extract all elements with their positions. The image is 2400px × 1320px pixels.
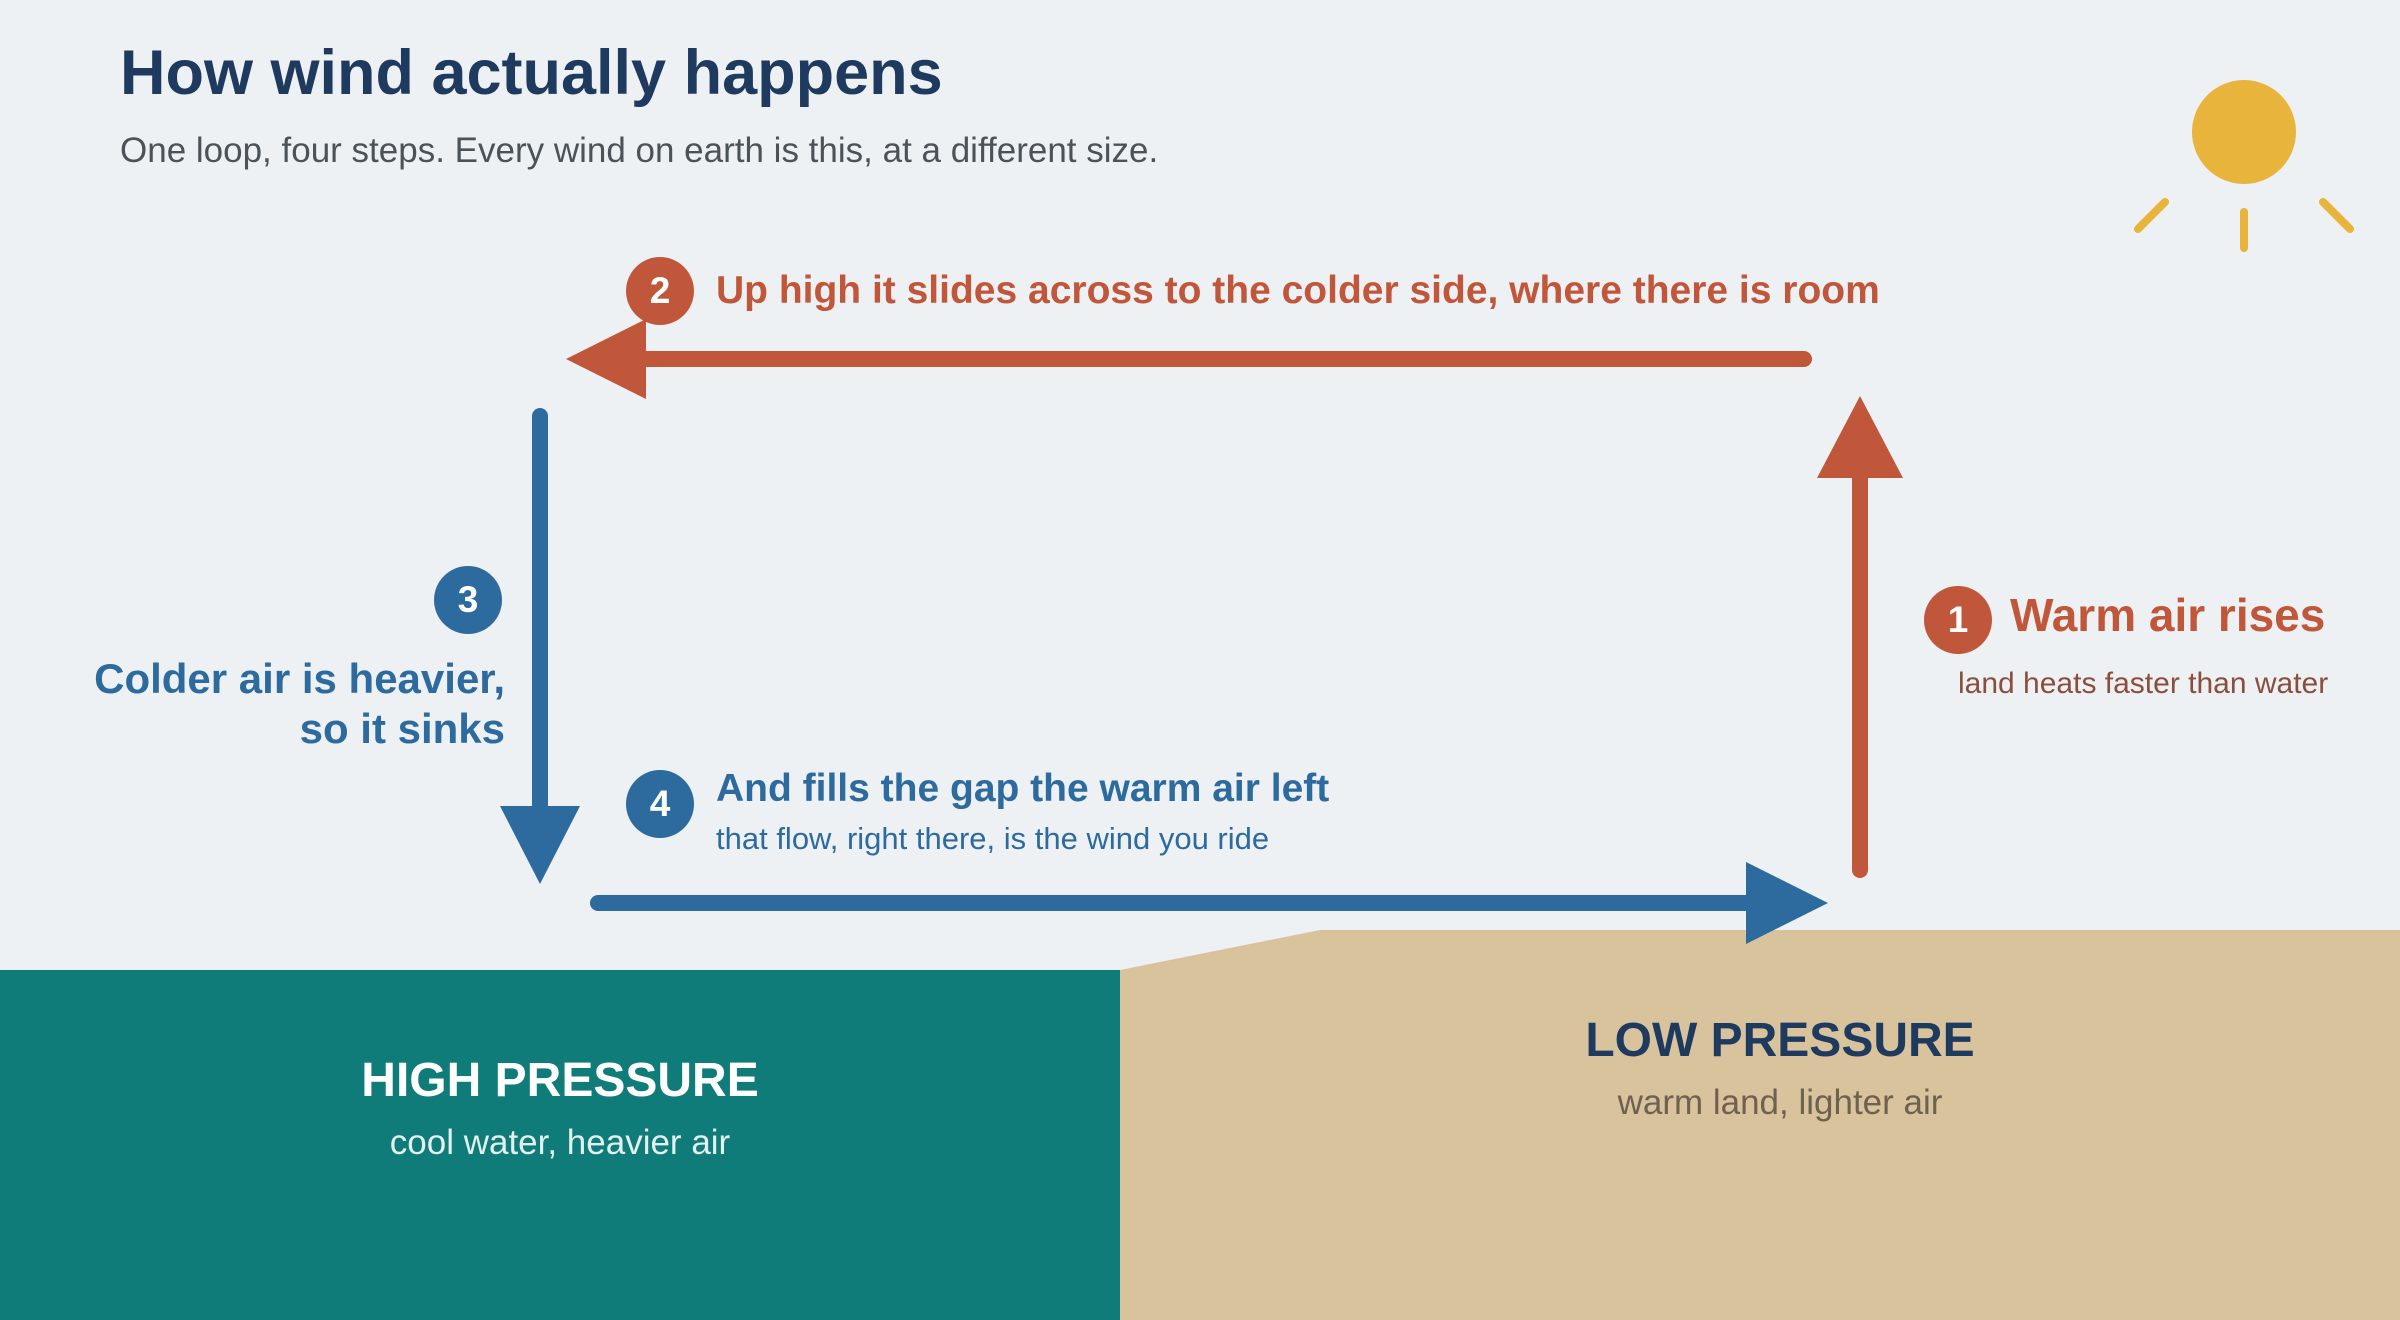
low-pressure-label: LOW PRESSURE xyxy=(1585,1014,1975,1067)
step-1-badge: 1 xyxy=(1924,586,1992,654)
land-region xyxy=(1120,930,2400,1320)
arrow-right-icon xyxy=(590,862,1828,944)
high-pressure-detail: cool water, heavier air xyxy=(389,1123,731,1162)
arrow-left-icon xyxy=(566,319,1812,399)
page-subtitle: One loop, four steps. Every wind on eart… xyxy=(120,131,1159,170)
step-1-heading: Warm air rises xyxy=(2010,589,2326,641)
step-2-heading: Up high it slides across to the colder s… xyxy=(716,269,1880,312)
step-3-badge: 3 xyxy=(434,566,502,634)
step-3-heading: Colder air is heavier, so it sinks xyxy=(94,654,505,755)
step-4-detail: that flow, right there, is the wind you … xyxy=(716,821,1270,856)
low-pressure-detail: warm land, lighter air xyxy=(1617,1083,1943,1122)
water-region xyxy=(0,970,1120,1320)
step-4-badge: 4 xyxy=(626,770,694,838)
step-3-heading-line-1: Colder air is heavier, xyxy=(94,655,505,702)
high-pressure-label: HIGH PRESSURE xyxy=(361,1054,759,1107)
arrow-up-icon xyxy=(1817,396,1903,878)
arrow-down-icon xyxy=(500,408,580,884)
step-4-heading: And fills the gap the warm air left xyxy=(716,767,1330,810)
step-1-detail: land heats faster than water xyxy=(1958,667,2329,700)
step-2-badge: 2 xyxy=(626,257,694,325)
step-3-heading-line-2: so it sinks xyxy=(299,705,505,753)
sun-icon xyxy=(2134,80,2354,252)
page-title: How wind actually happens xyxy=(120,38,943,108)
